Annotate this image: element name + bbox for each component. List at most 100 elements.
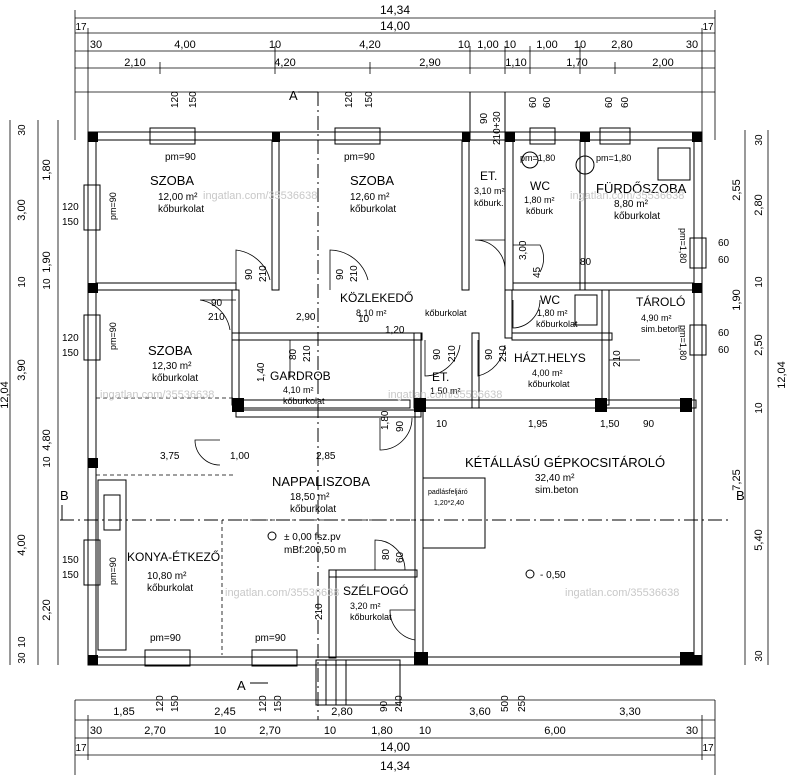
pm90-label: pm=90 [108,322,118,350]
door-konyha [194,439,221,466]
door-szoba-2 [329,249,369,290]
room-name: KÉTÁLLÁSÚ GÉPKOCSITÁROLÓ [465,455,665,470]
dim-r1-6: 10 [754,402,765,414]
dimensions-bottom: 1,85 2,45 2,80 3,60 3,30 120 150 120 150… [74,695,716,775]
room-floor: kőburkolat [350,204,396,215]
inner-dim: 90 [484,348,495,360]
inner-dim: 90 [432,348,443,360]
inner-dim: 210 [314,603,325,620]
room-area: 8,80 m² [614,199,649,210]
inner-dim: 1,50 [600,419,620,430]
watermark: ingatlan.com/35536638 [565,587,679,599]
room-area: 1,80 m² [537,308,568,318]
dim-b3-5: 1,80 [371,725,392,737]
dimensions-right: 12,04 30 2,55 2,80 10 1,90 2,50 10 7,25 … [718,130,788,665]
room-floor: kőburkolat [536,319,578,329]
room-name: SZÉLFOGÓ [343,583,408,598]
dim-r1-1: 2,55 [731,179,743,200]
watermark: ingatlan.com/35536638 [100,389,214,401]
room-floor: kőburkolat [147,583,193,594]
dim-t4-3: 1,10 [505,57,526,69]
door-et-2 [424,340,461,377]
dim-top-14: 14,00 [380,19,410,33]
dim-r1-3: 10 [754,276,765,288]
pm180-label: pm=1,80 [520,153,555,163]
dim-l2-3: 150 [62,348,79,359]
wardrobe-shelf [239,399,411,409]
dim-t3-3: 4,20 [359,39,380,51]
dim-top-total: 14,34 [380,3,410,17]
toilet-2 [574,294,598,326]
dim-t3-8: 10 [574,39,586,51]
inner-dim: 2,85 [316,451,336,462]
dim-t3-10: 30 [686,39,698,51]
door-szoba-1 [235,249,271,290]
dim-b3-2: 10 [214,725,226,737]
room-floor: kőburkolat [425,308,467,318]
dim-b3-7: 6,00 [544,725,565,737]
inner-dim: 3,00 [518,240,529,260]
room-area: 32,40 m² [535,473,575,484]
room-area: 18,50 m² [290,492,330,503]
attic-hatch-label: padlásfeljáró [428,489,468,496]
garage-level-marker: - 0,50 [540,570,566,581]
dim-l1-7: 4,80 [41,429,53,450]
pm90-label: pm=90 [344,152,375,163]
section-b-left: B [60,488,69,503]
room-area: 1,50 m² [430,386,461,396]
inner-dim: 60 [395,551,406,563]
room-area: 1,80 m² [524,195,555,205]
inner-dim: 3,75 [160,451,180,462]
dim-r1-2: 2,80 [753,194,765,215]
pm90-label: pm=90 [255,633,286,644]
dim-l1-11: 10 [17,636,28,648]
watermark: ingatlan.com/35536638 [225,587,339,599]
pm90-label: pm=90 [108,192,118,220]
dim-t4-1: 4,20 [274,57,295,69]
room-floor: sim.beton [641,324,680,334]
room-name: SZOBA [150,173,194,188]
dim-t5-1: 150 [188,91,199,108]
inner-dim: 210 [447,345,458,362]
inner-dim: 210 [302,345,313,362]
room-floor: kőburkolat [614,211,660,222]
dim-b2-3: 150 [273,695,284,712]
dim-t5-2: 120 [344,91,355,108]
dimensions-top: 14,34 17 14,00 17 30 4,00 10 4,20 10 1,0… [74,3,716,145]
door-szelfogo-in [374,539,406,571]
door-wc-2 [512,299,541,329]
section-a-top: A [289,88,298,103]
room-floor: kőburkolat [528,379,570,389]
dim-l1-1: 1,80 [41,159,53,180]
dim-b4-2: 17 [702,743,714,754]
shower [657,147,691,181]
room-area: 4,90 m² [641,313,672,323]
room-name: TÁROLÓ [636,294,685,309]
pm180-label: pm=1,80 [678,228,688,263]
inner-dim: 1,00 [230,451,250,462]
inner-dim: 210 [612,350,623,367]
sink-bath [575,155,595,175]
dim-b3-0: 30 [90,725,102,737]
dim-l2-0: 120 [62,202,79,213]
pm180-label: pm=1,80 [678,325,688,360]
room-name: WC [540,293,560,307]
door-haztartasi [477,340,506,377]
dim-r1-5: 2,50 [753,334,765,355]
dim-b2-2: 120 [258,695,269,712]
inner-dim: 90 [395,420,406,432]
dim-b2-4: 90 [379,700,390,712]
inner-walls [95,139,697,659]
inner-dim: 1,20 [385,325,405,336]
inner-dim: 45 [532,266,543,278]
dim-t4-4: 1,70 [566,57,587,69]
dim-t5-7: 60 [542,96,553,108]
dim-t3-4: 10 [458,39,470,51]
room-floor: kőburkolat [350,612,392,622]
dim-t4-5: 2,00 [652,57,673,69]
dim-l1-4: 1,90 [41,251,53,272]
dim-t3-0: 30 [90,39,102,51]
dim-t3-2: 10 [269,39,281,51]
dim-r1-4: 1,90 [731,289,743,310]
dim-b1-2: 2,80 [331,706,352,718]
